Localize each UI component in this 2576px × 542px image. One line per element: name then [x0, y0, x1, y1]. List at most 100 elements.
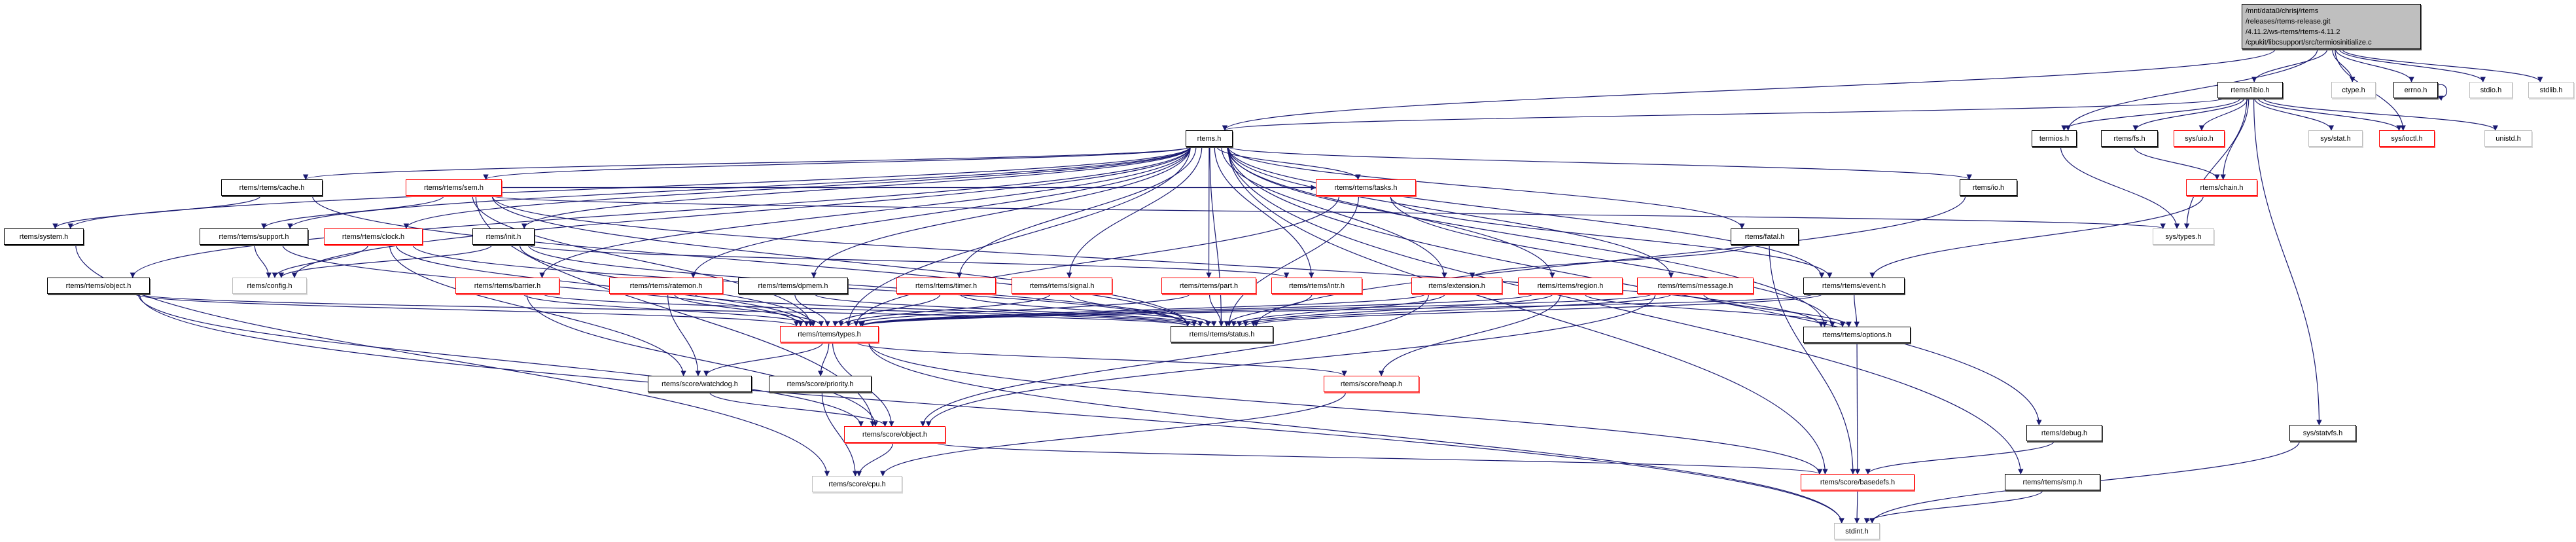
node-debug[interactable]: rtems/debug.h: [2026, 425, 2102, 441]
edge-root-to-libio: [2251, 48, 2328, 82]
edge-rtems_h-to-io: [1227, 146, 1972, 180]
edge-fs-to-chain: [2133, 146, 2220, 180]
node-event[interactable]: rtems/rtems/event.h: [1803, 278, 1905, 294]
root-path-line: /4.11.2/ws-rtems/rtems-4.11.2: [2246, 27, 2340, 36]
edge-part-to-types: [845, 293, 1191, 327]
node-cpu[interactable]: rtems/score/cpu.h: [812, 476, 902, 492]
edge-region-to-options: [1584, 293, 1846, 327]
edge-libio-to-statvfs: [2253, 98, 2322, 425]
node-stdlib[interactable]: stdlib.h: [2528, 82, 2574, 98]
edge-rtems_h-to-fatal: [1227, 146, 1745, 229]
edge-debug-to-basedefs: [1865, 441, 2055, 475]
edge-sem-to-systypes: [491, 195, 2165, 229]
edge-rtems_h-to-tasks: [1216, 146, 1361, 180]
edge-sem-to-status: [491, 195, 1191, 327]
node-termios[interactable]: termios.h: [2032, 130, 2077, 147]
node-dpmem[interactable]: rtems/rtems/dpmem.h: [738, 278, 848, 294]
edge-rtems_h-to-barrier: [539, 146, 1191, 278]
edge-extension-to-sobject: [920, 293, 1430, 427]
node-part[interactable]: rtems/rtems/part.h: [1161, 278, 1256, 294]
edge-message-to-status: [1243, 293, 1672, 327]
edge-event-to-status: [1250, 293, 1823, 327]
edge-signal-to-types: [838, 293, 1051, 327]
node-watchdog[interactable]: rtems/score/watchdog.h: [648, 376, 752, 392]
edge-libio-to-uio: [2198, 98, 2248, 131]
edge-rtems_h-to-status: [1209, 146, 1224, 327]
edge-init-to-intr: [527, 244, 1289, 278]
edge-support-to-config: [254, 244, 272, 278]
node-options[interactable]: rtems/rtems/options.h: [1803, 327, 1911, 343]
node-priority[interactable]: rtems/score/priority.h: [769, 376, 872, 392]
node-fatal[interactable]: rtems/fatal.h: [1731, 228, 1799, 245]
node-stdint[interactable]: stdint.h: [1834, 523, 1880, 539]
node-message[interactable]: rtems/rtems/message.h: [1637, 278, 1754, 294]
edge-message-to-types: [860, 293, 1653, 327]
edge-cache-to-status: [311, 195, 1191, 327]
node-uio[interactable]: sys/uio.h: [2174, 130, 2225, 147]
node-fs[interactable]: rtems/fs.h: [2101, 130, 2158, 147]
node-ioctl[interactable]: sys/ioctl.h: [2379, 130, 2435, 147]
node-ratemon[interactable]: rtems/rtems/ratemon.h: [609, 278, 723, 294]
edge-message-to-options: [1703, 293, 1852, 327]
node-sobject[interactable]: rtems/score/object.h: [844, 426, 945, 443]
node-barrier[interactable]: rtems/rtems/barrier.h: [455, 278, 559, 294]
node-io[interactable]: rtems/io.h: [1960, 179, 2017, 196]
node-cache[interactable]: rtems/rtems/cache.h: [221, 179, 323, 196]
edge-rtems_h-to-timer: [956, 146, 1197, 278]
root-path-line: /releases/rtems-release.git: [2246, 17, 2331, 26]
node-signal[interactable]: rtems/rtems/signal.h: [1012, 278, 1112, 294]
node-basedefs[interactable]: rtems/score/basedefs.h: [1801, 474, 1914, 490]
edge-sobject-to-basedefs: [934, 442, 1822, 475]
node-smp[interactable]: rtems/rtems/smp.h: [2005, 474, 2100, 490]
edge-rtems_h-to-config: [291, 146, 1191, 278]
edge-fatal-to-basedefs: [1769, 244, 1856, 475]
edge-libio-to-fs: [2132, 98, 2245, 131]
node-chain[interactable]: rtems/chain.h: [2186, 179, 2257, 196]
node-errno[interactable]: errno.h: [2393, 82, 2438, 98]
edge-rtems_h-to-event: [1227, 146, 1825, 278]
edge-object-to-stdint: [139, 293, 1844, 524]
node-heap[interactable]: rtems/score/heap.h: [1324, 376, 1419, 392]
edge-rtems_h-to-dpmem: [811, 146, 1191, 278]
node-system[interactable]: rtems/system.h: [4, 228, 84, 245]
node-rtems-h[interactable]: rtems.h: [1186, 130, 1233, 147]
edge-watchdog-to-sobject: [709, 391, 888, 427]
edge-root-to-stdlib: [2342, 48, 2543, 82]
node-extension[interactable]: rtems/extension.h: [1411, 278, 1502, 294]
node-unistd[interactable]: unistd.h: [2484, 130, 2532, 147]
edge-options-to-basedefs: [1854, 342, 1861, 475]
node-ctype[interactable]: ctype.h: [2331, 82, 2376, 98]
edge-types-to-heap: [856, 342, 1347, 376]
edge-region-to-heap: [1379, 293, 1561, 376]
node-stat[interactable]: sys/stat.h: [2308, 130, 2363, 147]
edge-tasks-to-event: [1390, 195, 1833, 278]
node-object[interactable]: rtems/rtems/object.h: [47, 278, 150, 294]
edge-event-to-types: [860, 293, 1814, 327]
edge-root-to-rtems_h: [1222, 48, 2276, 131]
node-intr[interactable]: rtems/rtems/intr.h: [1271, 278, 1362, 294]
edge-timer-to-status: [959, 293, 1211, 327]
node-config[interactable]: rtems/config.h: [232, 278, 307, 294]
node-tasks[interactable]: rtems/rtems/tasks.h: [1316, 179, 1416, 196]
node-support[interactable]: rtems/rtems/support.h: [200, 228, 308, 245]
node-statvfs[interactable]: sys/statvfs.h: [2289, 425, 2356, 441]
node-init[interactable]: rtems/init.h: [472, 228, 535, 245]
node-region[interactable]: rtems/rtems/region.h: [1518, 278, 1623, 294]
edge-root-to-stdio: [2338, 48, 2486, 82]
node-sem[interactable]: rtems/rtems/sem.h: [406, 179, 502, 196]
edge-barrier-to-sobject: [526, 293, 879, 427]
node-types[interactable]: rtems/rtems/types.h: [780, 326, 879, 342]
node-clock[interactable]: rtems/rtems/clock.h: [324, 228, 423, 245]
node-libio[interactable]: rtems/libio.h: [2217, 82, 2283, 98]
node-status[interactable]: rtems/rtems/status.h: [1171, 326, 1273, 342]
node-systypes[interactable]: sys/types.h: [2153, 228, 2214, 245]
edge-libio-to-termios: [2061, 98, 2241, 131]
edge-libio-to-chain: [2220, 98, 2250, 180]
edge-io-to-status: [1253, 195, 1966, 327]
root-path-line: /mnt/data0/chrisj/rtems: [2246, 7, 2319, 15]
node-stdio[interactable]: stdio.h: [2469, 82, 2513, 98]
edge-types-to-priority: [818, 342, 830, 376]
edge-rtems_h-to-intr: [1214, 146, 1314, 278]
node-timer[interactable]: rtems/rtems/timer.h: [896, 278, 996, 294]
